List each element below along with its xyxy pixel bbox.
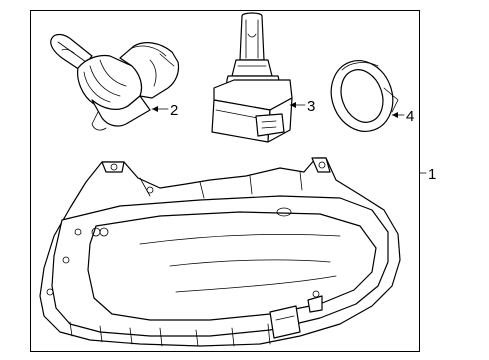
callout-1: 1 — [428, 166, 436, 183]
callout-leaders — [151, 102, 427, 174]
callout-4: 4 — [406, 108, 414, 125]
fog-lamp-housing — [39, 157, 401, 347]
callout-2: 2 — [170, 102, 178, 119]
hid-bulb — [211, 12, 293, 143]
retaining-ring — [330, 60, 399, 132]
callout-3: 3 — [307, 98, 315, 115]
halogen-bulb — [50, 33, 180, 131]
diagram-frame — [30, 10, 420, 352]
